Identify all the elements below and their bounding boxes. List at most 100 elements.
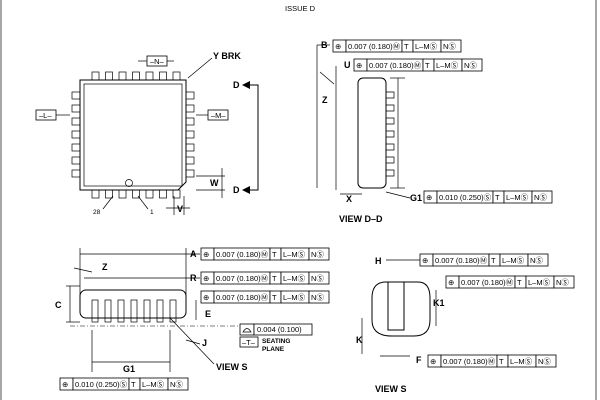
dim-w: W [210,178,219,188]
seating-plane-1: SEATING [262,338,290,345]
fcf-text: T [272,250,277,259]
pin-right [185,91,195,100]
front-lead [91,299,99,323]
pin-bottom [159,189,167,199]
pin-28-label: 28 [93,209,101,216]
fcf-cell [308,247,330,261]
view-s-ref: VIEW S [216,362,248,372]
fcf-cell [527,253,549,267]
flatness-symbol-box [239,323,255,336]
fcf-text: L–MⓈ [415,42,438,51]
dim-r-label: R [190,273,197,283]
dim-a-label: A [190,249,197,259]
pin-left [71,156,81,165]
dim-x: X [346,194,352,204]
pin-1-label: 1 [150,209,154,216]
pin-top [145,71,154,81]
pin-left [71,104,81,113]
fcf-text: NⓈ [311,274,324,283]
pin-right [185,169,195,178]
side-view-leads [386,91,395,177]
fcf-text: T [517,278,522,287]
fcf-cell [308,290,330,304]
fcf-cell [461,58,483,72]
position-symbol: ⊕ [203,250,209,259]
side-profile [357,77,387,189]
datum-m: –M– [211,111,226,120]
front-lead [117,299,125,323]
side-lead [386,143,395,151]
package-body [79,79,187,191]
pin-right [185,117,195,126]
position-symbol: ⊕ [203,274,209,283]
fcf-text: NⓈ [443,42,456,51]
fcf-cell [440,39,462,53]
issue-label: ISSUE D [285,4,316,13]
position-symbol: ⊕ [356,61,362,70]
dim-e-label: E [205,309,211,319]
package-inner-outline [83,83,183,187]
front-lead [169,299,177,323]
side-lead [386,156,395,164]
dim-h-label: H [375,256,382,266]
dim-f-label: F [416,355,422,365]
fcf-text: L–MⓈ [436,61,459,70]
front-profile [79,289,187,319]
fcf-text: 0.007 (0.180)Ⓜ [216,293,269,302]
front-view: A R Z C E J –T– SEATING PLANE 0.004 (0.1… [55,248,313,374]
side-lead [386,91,395,99]
dim-k: K [356,335,363,345]
position-symbol: ⊕ [430,357,436,366]
front-lead [156,299,164,323]
pin-bottom [145,189,154,199]
pin-bottom [132,189,140,199]
side-lead [386,130,395,138]
side-lead [386,104,395,112]
fcf-text: L–MⓈ [528,278,551,287]
fcf-text: L–MⓈ [502,256,525,265]
top-view-pins [71,71,195,199]
pin-left [71,117,81,126]
datum-t-box [239,336,259,348]
fcf-text: NⓈ [170,380,183,389]
fcf-text: L–MⓈ [283,250,306,259]
pin-bottom [118,189,127,199]
pin-left [71,143,81,152]
lead-detail-pin [387,281,405,331]
pin-top [118,71,127,81]
side-lead [386,169,395,177]
seating-plane-2: PLANE [262,346,285,353]
position-symbol: ⊕ [426,193,432,202]
fcf-text: NⓈ [530,256,543,265]
datum-l: –L– [39,111,52,120]
front-lead [104,299,112,323]
top-view: –N– –L– –M– Y BRK D D W V 28 1 [35,51,259,216]
fcf-text: 0.007 (0.180)Ⓜ [348,42,401,51]
fcf-text: NⓈ [311,250,324,259]
fcf-text: T [499,357,504,366]
front-view-leads [91,299,177,323]
fcf-text: L–MⓈ [283,274,306,283]
fcf-text: 0.007 (0.180)Ⓜ [369,61,422,70]
dim-g1-front: G1 [123,364,135,374]
fcf-cell [531,190,553,204]
fcf-text: L–MⓈ [283,293,306,302]
fcf-text: T [131,380,136,389]
fcf-text: NⓈ [556,278,569,287]
front-lead [130,299,138,323]
view-s-title: VIEW S [375,384,407,394]
dim-z-side: Z [322,95,328,105]
pin-right [185,143,195,152]
fcf-cell [167,377,189,391]
